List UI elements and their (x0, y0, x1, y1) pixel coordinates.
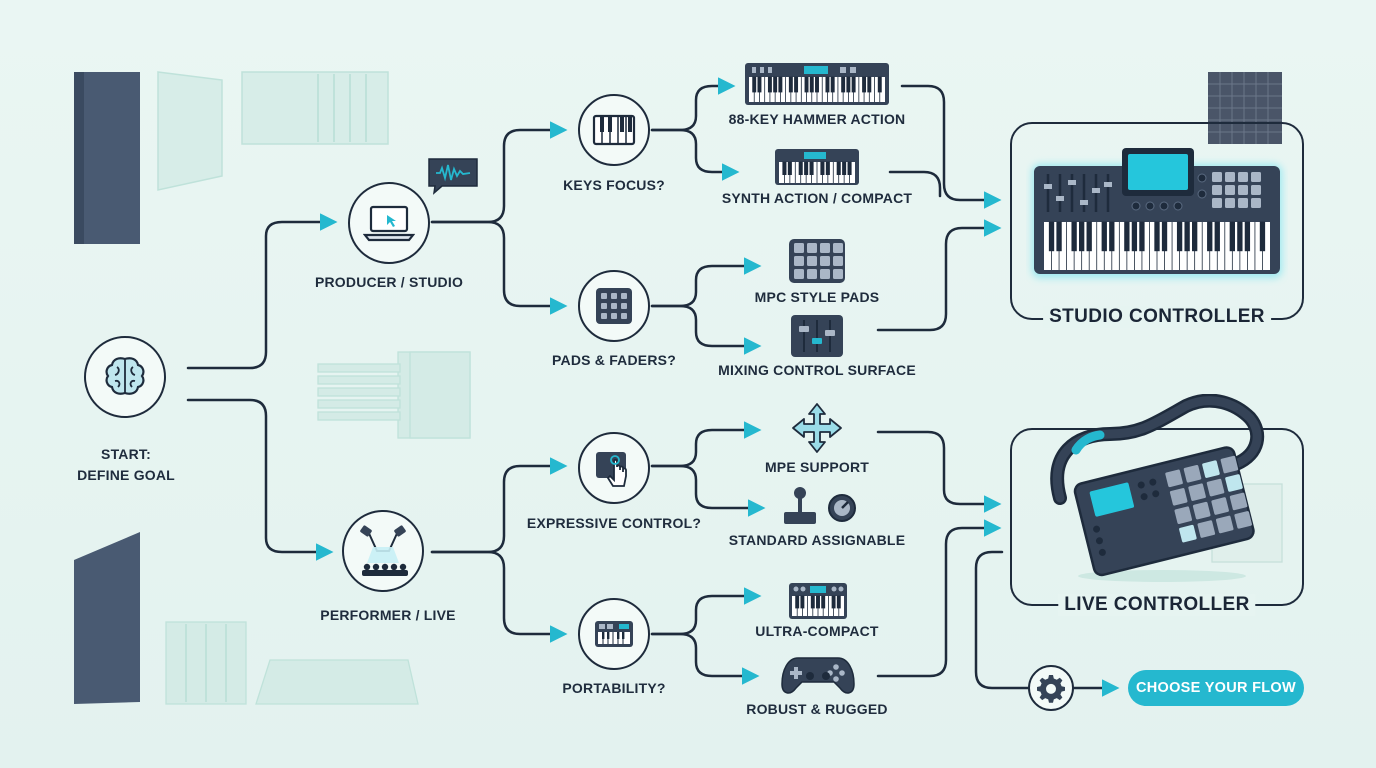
mpe-arrows-icon (792, 403, 842, 453)
wire-rugged-live (876, 519, 1002, 678)
keyboard-compact-icon (775, 149, 859, 185)
wire-expressive-mpe (650, 421, 762, 468)
keys-focus-label: KEYS FOCUS? (563, 177, 665, 193)
expressive-control-label: EXPRESSIVE CONTROL? (526, 515, 702, 531)
stage-lights-icon (360, 525, 408, 576)
wire-keys-hammer (650, 77, 736, 132)
portability-node[interactable] (578, 598, 650, 670)
wire-producer-pads (430, 220, 568, 315)
mpc-pads-label: MPC STYLE PADS (754, 289, 880, 305)
standard-assignable-label: STANDARD ASSIGNABLE (728, 532, 906, 548)
wire-hammer-studio (900, 84, 1002, 209)
wire-performer-expressive (430, 457, 568, 554)
producer-label: PRODUCER / STUDIO (314, 274, 464, 290)
synth-action-label: SYNTH ACTION / COMPACT (721, 190, 913, 206)
live-controller-icon (1050, 394, 1265, 582)
wire-producer-keys (430, 121, 568, 224)
ultra-compact-label: ULTRA-COMPACT (755, 623, 879, 639)
mpe-support-label: MPE SUPPORT (764, 459, 870, 475)
wire-pads-mpc (650, 257, 762, 308)
robust-rugged-label: ROBUST & RUGGED (746, 701, 888, 717)
wire-mpe-live (876, 430, 1002, 513)
wire-start-producer (186, 213, 338, 370)
expressive-control-node[interactable] (578, 432, 650, 504)
wire-portability-ultra (650, 587, 762, 636)
pad-grid-icon (596, 288, 632, 324)
brain-icon (105, 357, 145, 395)
wire-mpc-studio (876, 219, 1002, 332)
choose-your-flow-button[interactable]: CHOOSE YOUR FLOW (1128, 670, 1304, 706)
gear-node[interactable] (1028, 665, 1074, 711)
mini-keyboard-icon (595, 621, 633, 647)
wire-portability-rugged (650, 632, 760, 685)
joystick-knob-icon (784, 487, 856, 524)
pads-faders-node[interactable] (578, 270, 650, 342)
ultra-compact-icon (789, 583, 847, 619)
start-node[interactable] (84, 336, 166, 418)
faders-icon (791, 315, 843, 357)
hammer-action-label: 88-KEY HAMMER ACTION (728, 111, 906, 127)
mpc-pads-icon (789, 239, 845, 283)
piano-keys-icon (592, 114, 636, 146)
pads-faders-label: PADS & FADERS? (552, 352, 676, 368)
wire-expressive-assignable (650, 464, 766, 517)
performer-label: PERFORMER / LIVE (320, 607, 456, 623)
keys-focus-node[interactable] (578, 94, 650, 166)
wire-performer-portability (430, 550, 568, 643)
wire-pads-mixing (650, 304, 762, 355)
keyboard-88-icon (745, 63, 889, 105)
laptop-icon (363, 205, 415, 242)
wire-live-gear (974, 550, 1030, 690)
wire-synth-studio (888, 170, 942, 198)
wire-keys-synth (650, 128, 740, 181)
touch-pad-icon (596, 452, 627, 487)
live-controller-title: LIVE CONTROLLER (1058, 594, 1256, 616)
mixing-surface-label: MIXING CONTROL SURFACE (718, 362, 916, 378)
producer-node[interactable] (348, 182, 430, 264)
studio-controller-icon (1032, 148, 1282, 278)
wire-start-performer (186, 398, 334, 561)
gear-icon (1037, 675, 1065, 703)
portability-label: PORTABILITY? (562, 680, 666, 696)
studio-controller-title: STUDIO CONTROLLER (1043, 306, 1271, 328)
performer-node[interactable] (342, 510, 424, 592)
gamepad-icon (781, 657, 855, 694)
speech-waveform-icon (428, 158, 478, 195)
start-label: START:DEFINE GOAL (77, 446, 175, 483)
